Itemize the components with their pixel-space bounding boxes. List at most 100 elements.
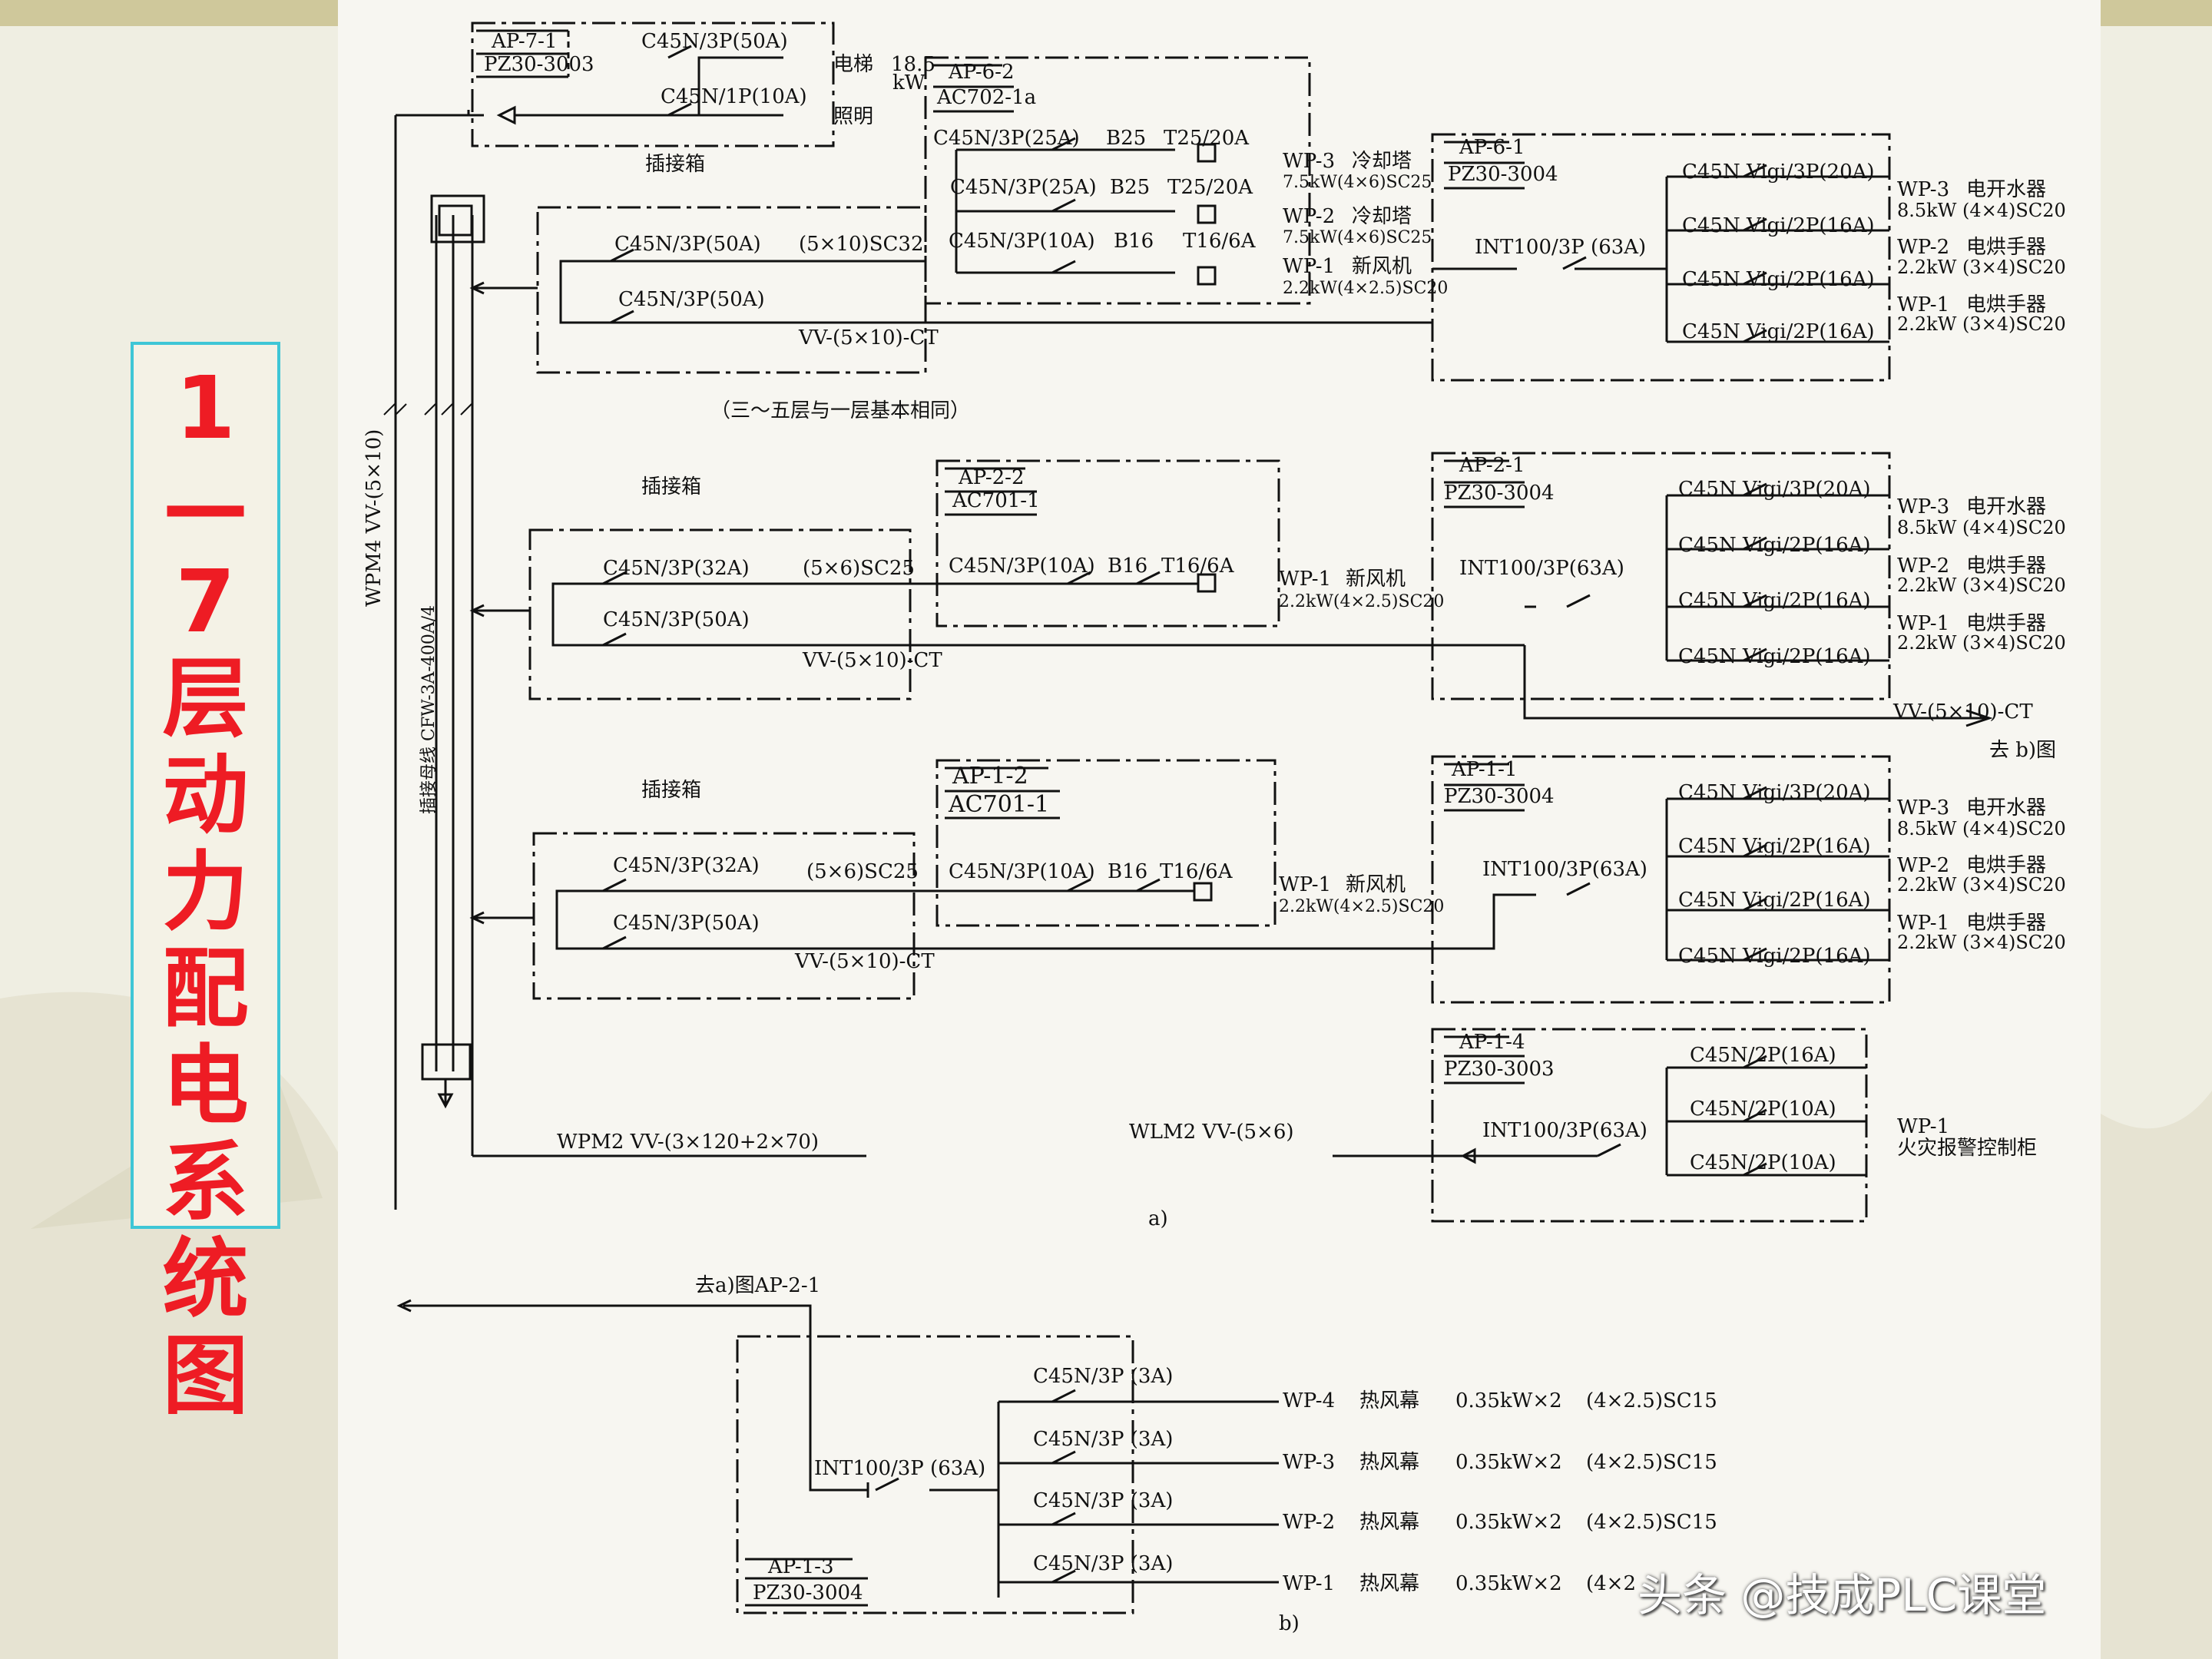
ap21-row1-load: 电开水器	[1966, 495, 2046, 518]
riser-wpm2-label: WPM2 VV-(3×120+2×70)	[557, 1131, 819, 1154]
ap11-main: INT100/3P(63A)	[1482, 858, 1647, 881]
panel-ap-6-2	[924, 56, 1311, 305]
ap12-load: 新风机	[1346, 873, 1406, 896]
ap13-model: PZ30-3004	[753, 1581, 863, 1604]
riser-wlm2-label: WLM2 VV-(5×6)	[1129, 1121, 1294, 1144]
ap61-row3-spec: 2.2kW (3×4)SC20	[1897, 313, 2066, 335]
ap61-row1-breaker: C45N Vigi/3P(20A)	[1682, 161, 1875, 184]
ap13-row4-power: 0.35kW×2	[1455, 1572, 1562, 1595]
from-fig-a-note: 去a)图AP-2-1	[695, 1274, 820, 1297]
ap13-row3-wp: WP-2	[1283, 1511, 1335, 1534]
ap13-row4-load: 热风幕	[1359, 1572, 1419, 1595]
ap61-row3-load: 电烘手器	[1966, 293, 2046, 316]
ap22-name: AP-2-2	[958, 466, 1025, 489]
riser-lines	[383, 110, 866, 1210]
ap21-row3-load: 电烘手器	[1966, 612, 2046, 635]
watermark: 头条 @技成PLC课堂	[1637, 1569, 2047, 1621]
panel-ap-1-4	[1333, 1028, 1868, 1223]
ap13-row3-load: 热风幕	[1359, 1511, 1419, 1534]
ap62-row2-b: B25	[1110, 176, 1150, 199]
ap12-breaker: C45N/3P(10A)	[949, 860, 1095, 883]
ap61-row2-spec: 2.2kW (3×4)SC20	[1897, 257, 2066, 278]
f1-plug-cable-1: (5×6)SC25	[806, 860, 919, 883]
title-glyph: 7	[175, 552, 236, 652]
panel-ap-2-1	[1431, 452, 1993, 727]
ap22-model: AC701-1	[952, 489, 1040, 512]
ap61-row2-wp: WP-2	[1897, 236, 1949, 259]
ap21-row2-wp: WP-2	[1897, 555, 1949, 578]
ap13-row1-load: 热风幕	[1359, 1389, 1419, 1412]
title-glyph: —	[162, 455, 249, 555]
ap62-name: AP-6-2	[948, 61, 1015, 84]
ap13-row2-wp: WP-3	[1283, 1451, 1335, 1474]
switch-contacts	[602, 45, 1767, 1584]
ap12-wp: WP-1	[1279, 873, 1331, 896]
ap61-row3-breaker: C45N Vigi/2P(16A)	[1682, 268, 1875, 291]
ap21-row2-breaker: C45N Vigi/2P(16A)	[1678, 534, 1871, 557]
ap14-breaker-1: C45N/2P(16A)	[1690, 1044, 1836, 1067]
ap13-row1-breaker: C45N/3P (3A)	[1033, 1365, 1173, 1388]
ap14-wp: WP-1	[1897, 1115, 1949, 1138]
riser-busway-label: 插接母线 CFW-3A-400A/4	[419, 605, 439, 814]
ap61-main: INT100/3P (63A)	[1475, 236, 1646, 259]
title-glyph: 图	[162, 1326, 249, 1426]
ap71-breaker-2: C45N/1P(10A)	[661, 85, 807, 108]
ap13-row3-breaker: C45N/3P (3A)	[1033, 1489, 1173, 1512]
ap71-breaker-1: C45N/3P(50A)	[641, 30, 788, 53]
f2-plug-breaker-2: C45N/3P(50A)	[603, 608, 750, 631]
f1-plugbox-label: 插接箱	[641, 779, 701, 802]
ap13-row4-spec: (4×2	[1586, 1572, 1636, 1595]
ap62-row1-b: B25	[1106, 127, 1146, 150]
f2-plug-cable-2: VV-(5×10)-CT	[802, 649, 942, 672]
ap14-breaker-3: C45N/2P(10A)	[1690, 1151, 1836, 1174]
ap62-row1-wp: WP-3	[1283, 150, 1335, 173]
ap62-row1-t: T25/20A	[1164, 127, 1250, 150]
ap14-model: PZ30-3003	[1444, 1058, 1555, 1081]
ap62-row3-b: B16	[1114, 230, 1154, 253]
ap12-model: AC701-1	[948, 791, 1049, 818]
title-glyph: 系	[162, 1133, 249, 1233]
ap22-wp: WP-1	[1279, 568, 1331, 591]
ap21-row2-load: 电烘手器	[1966, 555, 2046, 578]
plugbox-f6	[469, 206, 1434, 374]
ap62-row3-load: 新风机	[1352, 255, 1412, 278]
ap11-row3-wp: WP-1	[1897, 912, 1949, 935]
f1-plug-breaker-2: C45N/3P(50A)	[613, 912, 760, 935]
ap13-name: AP-1-3	[767, 1555, 834, 1578]
ap62-model: AC702-1a	[936, 86, 1036, 109]
ap13-row1-spec: (4×2.5)SC15	[1586, 1389, 1717, 1412]
figure-b-label: b)	[1279, 1612, 1300, 1635]
ap11-row2-breaker: C45N Vigi/2P(16A)	[1678, 835, 1871, 858]
panel-ap-6-1	[1431, 133, 1891, 382]
ap12-spec: 2.2kW(4×2.5)SC20	[1279, 897, 1444, 916]
ap11-model: PZ30-3004	[1444, 785, 1555, 808]
ap14-load: 火灾报警控制柜	[1897, 1137, 2037, 1160]
ap21-row1-wp: WP-3	[1897, 495, 1949, 518]
ap14-main: INT100/3P(63A)	[1482, 1119, 1647, 1142]
f6-plug-breaker-1: C45N/3P(50A)	[614, 233, 761, 256]
ap21-row2-spec: 2.2kW (3×4)SC20	[1897, 575, 2066, 596]
panel-ap-1-3	[396, 1299, 1279, 1614]
ap22-b: B16	[1108, 555, 1147, 578]
title-glyph: 动	[162, 746, 249, 846]
ap62-row2-breaker: C45N/3P(25A)	[950, 176, 1097, 199]
ap21-model: PZ30-3004	[1444, 482, 1555, 505]
f6-plug-cable-2: VV-(5×10)-CT	[798, 326, 939, 349]
ap62-row3-t: T16/6A	[1183, 230, 1257, 253]
ap11-row4-breaker: C45N Vigi/2P(16A)	[1678, 945, 1871, 968]
ap62-row3-spec: 2.2kW(4×2.5)SC20	[1283, 279, 1448, 298]
ap12-b: B16	[1108, 860, 1147, 883]
ap61-row1-wp: WP-3	[1897, 178, 1949, 201]
ap13-row1-power: 0.35kW×2	[1455, 1389, 1562, 1412]
ap71-load-1-unit: kW	[892, 71, 926, 94]
ap62-row1-breaker: C45N/3P(25A)	[933, 127, 1080, 150]
ap62-row2-t: T25/20A	[1167, 176, 1253, 199]
ap61-row2-load: 电烘手器	[1966, 236, 2046, 259]
ap61-row1-load: 电开水器	[1966, 178, 2046, 201]
ap21-row1-spec: 8.5kW (4×4)SC20	[1897, 517, 2066, 538]
ap13-row3-spec: (4×2.5)SC15	[1586, 1511, 1717, 1534]
ap61-row4-breaker: C45N Vigi/2P(16A)	[1682, 320, 1875, 343]
ap11-row1-breaker: C45N Vigi/3P(20A)	[1678, 781, 1871, 804]
